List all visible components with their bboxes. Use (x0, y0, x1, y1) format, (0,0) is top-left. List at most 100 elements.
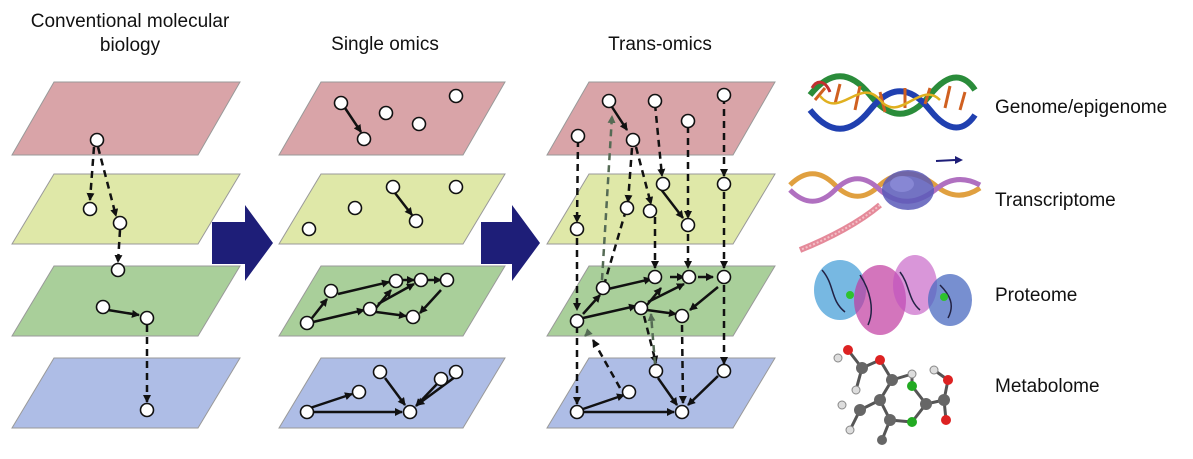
node (388, 273, 404, 289)
node (89, 132, 105, 148)
layer-metabolome (546, 357, 776, 429)
edge (689, 286, 719, 311)
node (378, 105, 394, 121)
node (647, 269, 663, 285)
node (95, 299, 111, 315)
edge (375, 289, 392, 309)
node (448, 364, 464, 380)
edge (634, 146, 654, 205)
edge (573, 139, 582, 223)
edge (114, 229, 123, 263)
edge (647, 313, 657, 365)
node (333, 95, 349, 111)
node (633, 300, 649, 316)
panel-trans-omics (546, 81, 776, 429)
edge (624, 147, 634, 203)
node (716, 363, 732, 379)
edge (659, 187, 684, 219)
node (448, 88, 464, 104)
node (680, 217, 696, 233)
node (569, 313, 585, 329)
edge (582, 294, 601, 315)
edge (591, 339, 622, 389)
panel-conventional (11, 81, 241, 429)
node (619, 200, 635, 216)
node (621, 384, 637, 400)
edge (653, 103, 666, 177)
edge (416, 375, 456, 407)
node (595, 280, 611, 296)
layer-metabolome (278, 357, 506, 429)
node (411, 116, 427, 132)
node (139, 310, 155, 326)
node (413, 272, 429, 288)
edge (687, 375, 719, 406)
edge (419, 289, 442, 314)
layer-genome (11, 81, 241, 156)
node (112, 215, 128, 231)
node (351, 384, 367, 400)
edge (582, 393, 625, 411)
edge (311, 298, 328, 319)
node (405, 309, 421, 325)
label-metabolome: Metabolome (995, 376, 1100, 397)
node (570, 128, 586, 144)
edge (306, 392, 353, 411)
node (647, 93, 663, 109)
label-transcriptome: Transcriptome (995, 190, 1116, 211)
edge (678, 324, 687, 404)
edge (600, 115, 616, 281)
edge (647, 282, 685, 304)
panel-single-omics (278, 81, 506, 429)
node (408, 213, 424, 229)
edge (377, 282, 415, 306)
node (716, 176, 732, 192)
node (439, 272, 455, 288)
node (674, 404, 690, 420)
title-conventional-molecular-biology: Conventional molecular biology (30, 11, 230, 56)
progression-arrow (481, 205, 540, 281)
node (674, 308, 690, 324)
edge (656, 377, 679, 406)
node (110, 262, 126, 278)
node (362, 301, 378, 317)
progression-arrow (212, 205, 273, 281)
dna-double-helix-icon (807, 73, 978, 132)
edge (375, 310, 407, 320)
label-genome-epigenome: Genome/epigenome (995, 97, 1168, 118)
edge (584, 328, 593, 337)
node (433, 371, 449, 387)
node (356, 131, 372, 147)
node (347, 200, 363, 216)
edge (86, 146, 96, 201)
rna-polymerase-transcription-icon (788, 156, 982, 253)
edge (107, 308, 140, 318)
node (139, 402, 155, 418)
metabolite-molecule-icon (833, 345, 953, 445)
layer-transcriptome (278, 173, 506, 245)
edge (312, 307, 365, 324)
node (655, 176, 671, 192)
layer-transcriptome (11, 173, 241, 245)
title-trans-omics: Trans-omics (608, 34, 712, 55)
protein-structure-icon (814, 255, 972, 335)
node (569, 404, 585, 420)
layer-proteome (11, 265, 241, 337)
edge (600, 209, 628, 293)
node (716, 87, 732, 103)
layer-genome (278, 81, 506, 156)
node (299, 404, 315, 420)
layer-genome (546, 81, 776, 156)
node (680, 113, 696, 129)
node (601, 93, 617, 109)
node (448, 179, 464, 195)
node (301, 221, 317, 237)
node (648, 363, 664, 379)
label-proteome: Proteome (995, 285, 1078, 306)
node (299, 315, 315, 331)
layer-transcriptome (546, 173, 776, 245)
node (569, 221, 585, 237)
layer-metabolome (11, 357, 241, 429)
title-single-omics: Single omics (331, 34, 439, 55)
